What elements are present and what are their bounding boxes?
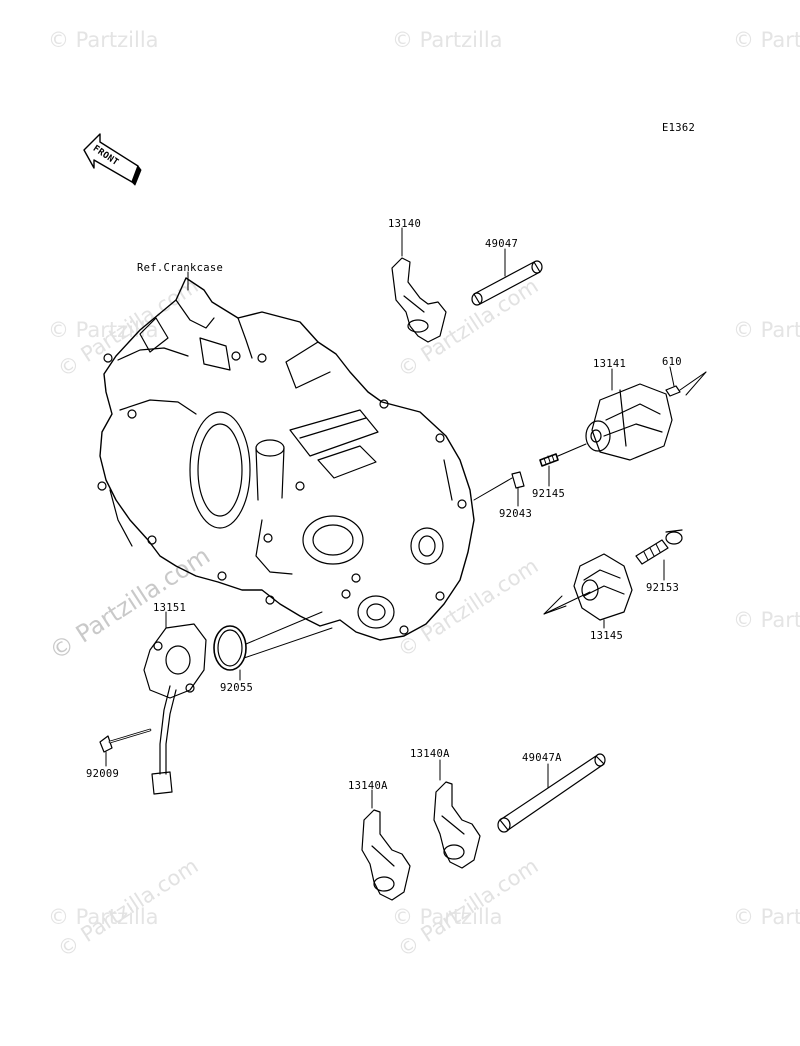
pin-610-drawing bbox=[665, 366, 707, 397]
part-label-13140A-right[interactable]: 13140A bbox=[410, 748, 450, 760]
shift-cam-13145-drawing bbox=[543, 553, 633, 629]
o-ring-92055-drawing bbox=[213, 611, 333, 681]
part-label-92153[interactable]: 92153 bbox=[646, 582, 680, 594]
part-label-13141[interactable]: 13141 bbox=[593, 358, 627, 370]
shift-rod-49047A-drawing bbox=[497, 753, 606, 833]
bolt-92153-drawing bbox=[635, 529, 683, 581]
crankcase-drawing bbox=[97, 277, 475, 641]
ref-crankcase-label[interactable]: Ref.Crankcase bbox=[137, 262, 224, 274]
spring-92145-drawing bbox=[539, 443, 587, 487]
shift-drum-13141-drawing bbox=[585, 368, 673, 461]
part-label-13151[interactable]: 13151 bbox=[153, 602, 187, 614]
shift-fork-13140A-left-drawing bbox=[361, 789, 411, 901]
shift-fork-13140A-right-drawing bbox=[433, 759, 481, 869]
switch-13151-drawing bbox=[143, 611, 207, 795]
diagram-code: E1362 bbox=[662, 122, 696, 134]
part-label-49047A[interactable]: 49047A bbox=[522, 752, 562, 764]
part-label-610[interactable]: 610 bbox=[662, 356, 682, 368]
part-label-13140A-left[interactable]: 13140A bbox=[348, 780, 388, 792]
part-label-92009[interactable]: 92009 bbox=[86, 768, 120, 780]
part-label-92145[interactable]: 92145 bbox=[532, 488, 566, 500]
front-arrow-icon bbox=[83, 133, 142, 186]
part-label-13140[interactable]: 13140 bbox=[388, 218, 422, 230]
part-label-92043[interactable]: 92043 bbox=[499, 508, 533, 520]
part-label-92055[interactable]: 92055 bbox=[220, 682, 254, 694]
shift-fork-13140-drawing bbox=[391, 227, 447, 343]
pin-92043-drawing bbox=[473, 471, 525, 507]
part-label-13145[interactable]: 13145 bbox=[590, 630, 624, 642]
part-label-49047[interactable]: 49047 bbox=[485, 238, 519, 250]
bolt-92009-drawing bbox=[99, 728, 152, 767]
shift-rod-49047-drawing bbox=[471, 248, 543, 306]
